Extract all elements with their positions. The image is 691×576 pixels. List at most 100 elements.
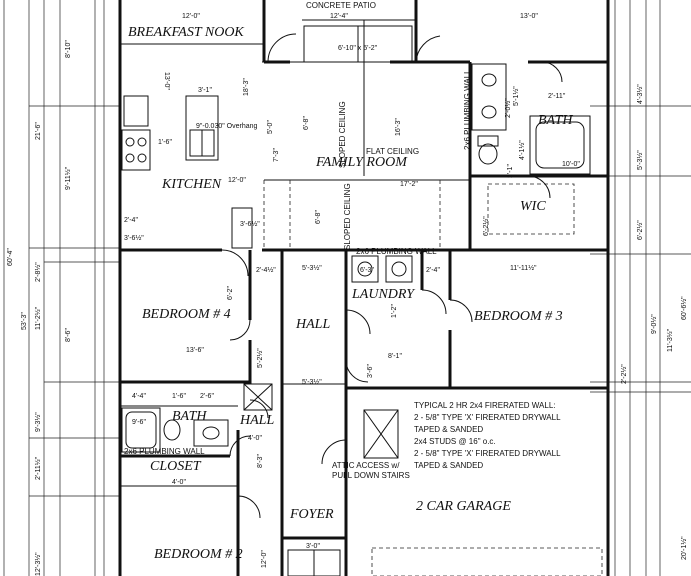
room-label-wic: WIC [520, 199, 546, 214]
dim-patio-inner: 6'-10" x 5'-2" [338, 45, 378, 52]
dim-kitchen-side: 18'-3" [243, 78, 250, 96]
label-plumbing-wall-laundry: 2x6 PLUMBING WALL [356, 247, 437, 256]
dim-family-width: 17'-2" [400, 181, 418, 188]
dim-bath-width: 10'-0" [562, 161, 580, 168]
dimension-texts: 12'-0" 12'-4" 13'-0" 6'-10" x 5'-2" 13'-… [7, 13, 688, 576]
door-swings [221, 61, 563, 519]
dim-left-8: 2'-11½" [34, 456, 42, 480]
dim-family-h5: 5'-0" [267, 120, 274, 134]
dim-right-6: 2'-2½" [620, 364, 628, 384]
room-label-bedroom-4: BEDROOM # 4 [142, 307, 231, 322]
dim-right-1: 4'-3½" [636, 84, 644, 104]
dim-nook-width: 12'-0" [182, 13, 200, 20]
dim-hall-width-2: 5'-3½" [302, 264, 322, 272]
label-attic-2: PULL DOWN STAIRS [332, 471, 410, 480]
label-sloped-ceiling-2: SLOPED CEILING [343, 183, 352, 250]
walls [118, 0, 610, 576]
room-label-foyer: FOYER [289, 507, 334, 522]
dim-left-total-1: 53'-3" [21, 312, 28, 330]
dim-right-width: 13'-0" [520, 13, 538, 20]
dim-left-3: 9'-11½" [64, 166, 72, 190]
dim-bath-b6: 8'-3" [257, 454, 264, 468]
hall-bath-fixtures [121, 383, 273, 453]
dim-hall-width-3: 5'-3½" [302, 378, 322, 386]
dim-bath-b5: 4'-0" [248, 435, 262, 442]
room-label-master-bath: BATH [538, 113, 573, 128]
dim-left-total-2: 60'-4" [7, 248, 14, 266]
dim-right-4: 9'-0½" [650, 314, 658, 334]
room-label-closet: CLOSET [150, 459, 202, 474]
dim-island-depth: 1'-6" [158, 139, 172, 146]
dim-kitchen-small-1: 2'-4" [124, 217, 138, 224]
dim-left-9: 12'-3½" [34, 552, 42, 576]
label-overhang: 9"-0.030" Overhang [196, 123, 258, 130]
dim-bedroom4-side: 5'-2½" [256, 348, 264, 368]
attic-access [363, 409, 399, 459]
dim-left-6: 8'-6" [65, 328, 72, 342]
label-patio: CONCRETE PATIO [306, 1, 376, 10]
dim-wic-depth: 6'-2½" [482, 216, 490, 236]
firewall-note-line: 2 - 5/8" TYPE 'X' FIRERATED DRYWALL [414, 413, 561, 422]
room-label-garage: 2 CAR GARAGE [416, 499, 511, 514]
dim-kitchen-small-3: 3'-6½" [240, 220, 260, 228]
dim-foyer-width: 3'-0" [306, 543, 320, 550]
dim-left-2: 21'-6" [35, 122, 42, 140]
firewall-note-line: TAPED & SANDED [414, 425, 483, 434]
dim-right-garage: 20'-1½" [680, 536, 688, 560]
dim-bath-b3: 2'-6" [200, 393, 214, 400]
dim-right-5: 11'-3½" [666, 328, 674, 352]
firewall-note-line: 2 - 5/8" TYPE 'X' FIRERATED DRYWALL [414, 449, 561, 458]
dim-family-h2: 16'-3" [395, 118, 402, 136]
dim-bath-b1: 4'-4" [132, 393, 146, 400]
firewall-note-line: TYPICAL 2 HR 2x4 FIRERATED WALL: [414, 401, 556, 410]
firewall-note-line: 2x4 STUDS @ 16" o.c. [414, 437, 496, 446]
garage-door [287, 547, 603, 576]
interior-lines [120, 19, 470, 487]
dim-hall-width-1: 2'-4½" [256, 266, 276, 274]
dim-bath-1: 2'-11" [548, 93, 566, 100]
dim-kitchen-small-2: 3'-6½" [124, 234, 144, 242]
kitchen-fixtures [121, 95, 253, 249]
dim-left-5: 2'-8½" [34, 262, 42, 282]
dim-left-1: 8'-10" [65, 40, 72, 58]
dim-right-3: 6'-2½" [636, 220, 644, 240]
room-label-bedroom-2: BEDROOM # 2 [154, 547, 243, 562]
right-dimension-lines [590, 0, 691, 576]
dim-island-width: 3'-1" [198, 87, 212, 94]
dim-kitchen-width: 12'-0" [228, 177, 246, 184]
room-label-hall-bath: BATH [172, 409, 207, 424]
dim-bedroom4-width: 13'-6" [186, 347, 204, 354]
dim-left-7: 9'-3½" [34, 412, 42, 432]
room-label-hall-main: HALL [295, 317, 330, 332]
patio-door [267, 25, 441, 63]
dim-nook-depth: 13'-0" [163, 72, 170, 90]
master-bath-fixtures [471, 63, 591, 175]
dim-closet-width: 4'-0" [172, 479, 186, 486]
dim-right-2: 5'-3½" [636, 150, 644, 170]
left-dimension-lines [3, 0, 120, 576]
dim-right-total: 60'-6½" [680, 296, 688, 320]
dim-bath-b4: 9'-6" [132, 419, 146, 426]
dim-bedroom2-depth: 12'-0" [261, 550, 268, 568]
room-label-bedroom-3: BEDROOM # 3 [474, 309, 563, 324]
dim-hall-depth-1: 3'-6" [367, 364, 374, 378]
label-plumbing-wall-bath: 2x6 PLUMBING WALL [124, 447, 205, 456]
firewall-note: TYPICAL 2 HR 2x4 FIRERATED WALL: 2 - 5/8… [414, 401, 561, 470]
dim-hall-length: 8'-1" [388, 353, 402, 360]
dim-laundry-depth: 1'-2" [391, 304, 398, 318]
room-label-hall-small: HALL [239, 413, 274, 428]
dim-patio-width: 12'-4" [330, 13, 348, 20]
laundry-fixtures [351, 255, 413, 283]
room-label-family-room: FAMILY ROOM [315, 155, 408, 170]
dim-bath-5: 2'-1" [507, 164, 514, 178]
label-attic-1: ATTIC ACCESS w/ [332, 461, 400, 470]
dim-bath-4: 4'-1½" [518, 140, 526, 160]
dim-family-h4: 6'-8" [315, 210, 322, 224]
dim-left-4: 11'-2½" [34, 306, 42, 330]
label-flat-ceiling: FLAT CEILING [366, 147, 419, 156]
ceiling-lines [263, 180, 575, 250]
dim-family-h1: 6'-8" [303, 116, 310, 130]
room-label-breakfast-nook: BREAKFAST NOOK [128, 25, 244, 40]
dim-bedroom3-width: 11'-11½" [510, 264, 537, 272]
